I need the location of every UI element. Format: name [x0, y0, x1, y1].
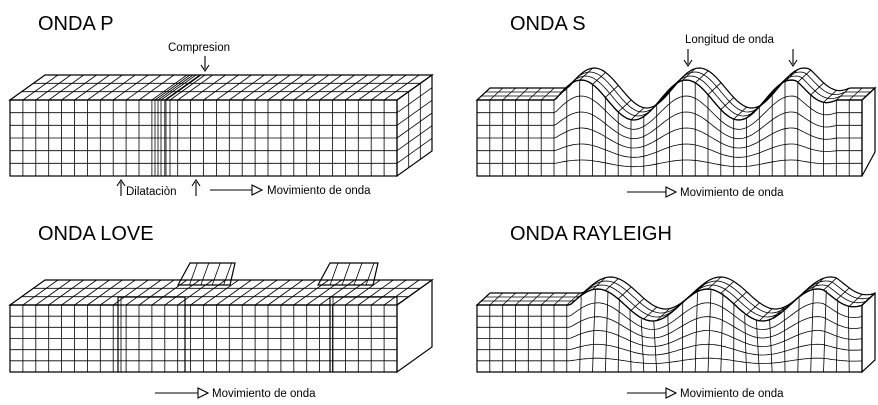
rayleigh-front-face [476, 288, 863, 373]
p-motion-label: Movimiento de onda [267, 185, 371, 197]
panel-rayleigh-wave: ONDA RAYLEIGH Movimiento de onda [475, 223, 876, 400]
s-side-face [861, 86, 876, 177]
p-wave-block [8, 73, 434, 178]
s-front-face [476, 79, 863, 177]
s-wave-block [475, 67, 877, 177]
compression-label: Compresion [168, 42, 230, 54]
wavelength-label: Longitud de onda [685, 34, 774, 46]
dilatation-label: Dilataciòn [126, 186, 177, 198]
p-compression-zone [154, 74, 206, 176]
panel-s-wave: ONDA S Longitud de onda Movimiento de on… [475, 13, 877, 199]
rayleigh-side-face [861, 291, 876, 374]
rayleigh-wave-title: ONDA RAYLEIGH [510, 223, 672, 245]
love-wave-block [8, 262, 434, 374]
s-wave-title: ONDA S [510, 13, 586, 35]
rayleigh-wave-block [475, 276, 876, 374]
love-motion-label: Movimiento de onda [212, 388, 316, 400]
p-wave-title: ONDA P [38, 13, 114, 35]
panel-p-wave: ONDA P Compresion [8, 13, 434, 198]
compression-arrow-head [200, 64, 210, 72]
rayleigh-motion-label: Movimiento de onda [680, 388, 784, 400]
love-front-face [9, 296, 398, 373]
s-top-face [475, 67, 877, 121]
love-wave-title: ONDA LOVE [38, 223, 154, 245]
s-motion-label: Movimiento de onda [680, 187, 784, 199]
panel-love-wave: ONDA LOVE Movimiento de onda [8, 223, 434, 400]
